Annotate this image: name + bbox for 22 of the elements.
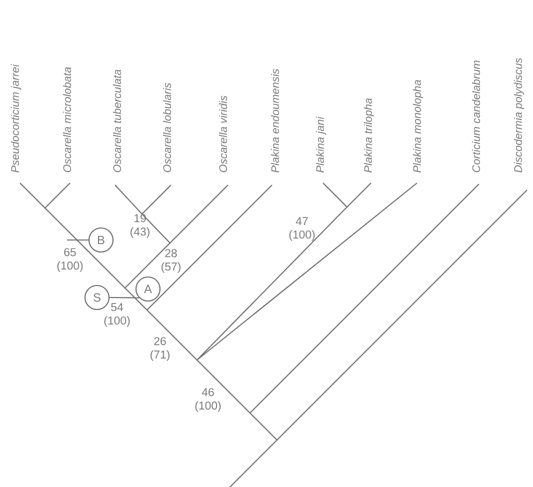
- taxon-label: Plakina endoumensis: [270, 68, 280, 172]
- support-value: 46 (100): [195, 388, 221, 412]
- taxon-label: Discodermia polydiscus: [514, 58, 524, 172]
- taxon-label: Plakina monolopha: [412, 80, 424, 172]
- support-value: 65 (100): [57, 248, 83, 272]
- support-value: 26 (71): [150, 337, 170, 361]
- marker-line: [110, 296, 140, 298]
- taxon-label: Oscarella lobularis: [162, 82, 172, 172]
- taxon-label: Corticium candelabrum: [472, 60, 480, 172]
- taxon-label: Pseudocorticium jarrei: [10, 64, 22, 172]
- taxon-label: Oscarella tuberculata: [112, 70, 122, 172]
- support-value: 19 (43): [130, 214, 150, 238]
- marker-line: [67, 239, 88, 241]
- circled-letter: A: [135, 276, 161, 302]
- taxon-label: Plakina trilopha: [364, 98, 374, 172]
- support-value: 28 (57): [162, 249, 180, 273]
- circled-letter: B: [88, 227, 114, 253]
- taxon-label: Oscarella microlobata: [62, 67, 72, 172]
- taxon-label: Oscarella viridis: [218, 96, 228, 172]
- support-value: 47 (100): [289, 217, 315, 241]
- taxon-label: Plakina jani: [316, 116, 326, 172]
- circled-letter: S: [84, 284, 110, 310]
